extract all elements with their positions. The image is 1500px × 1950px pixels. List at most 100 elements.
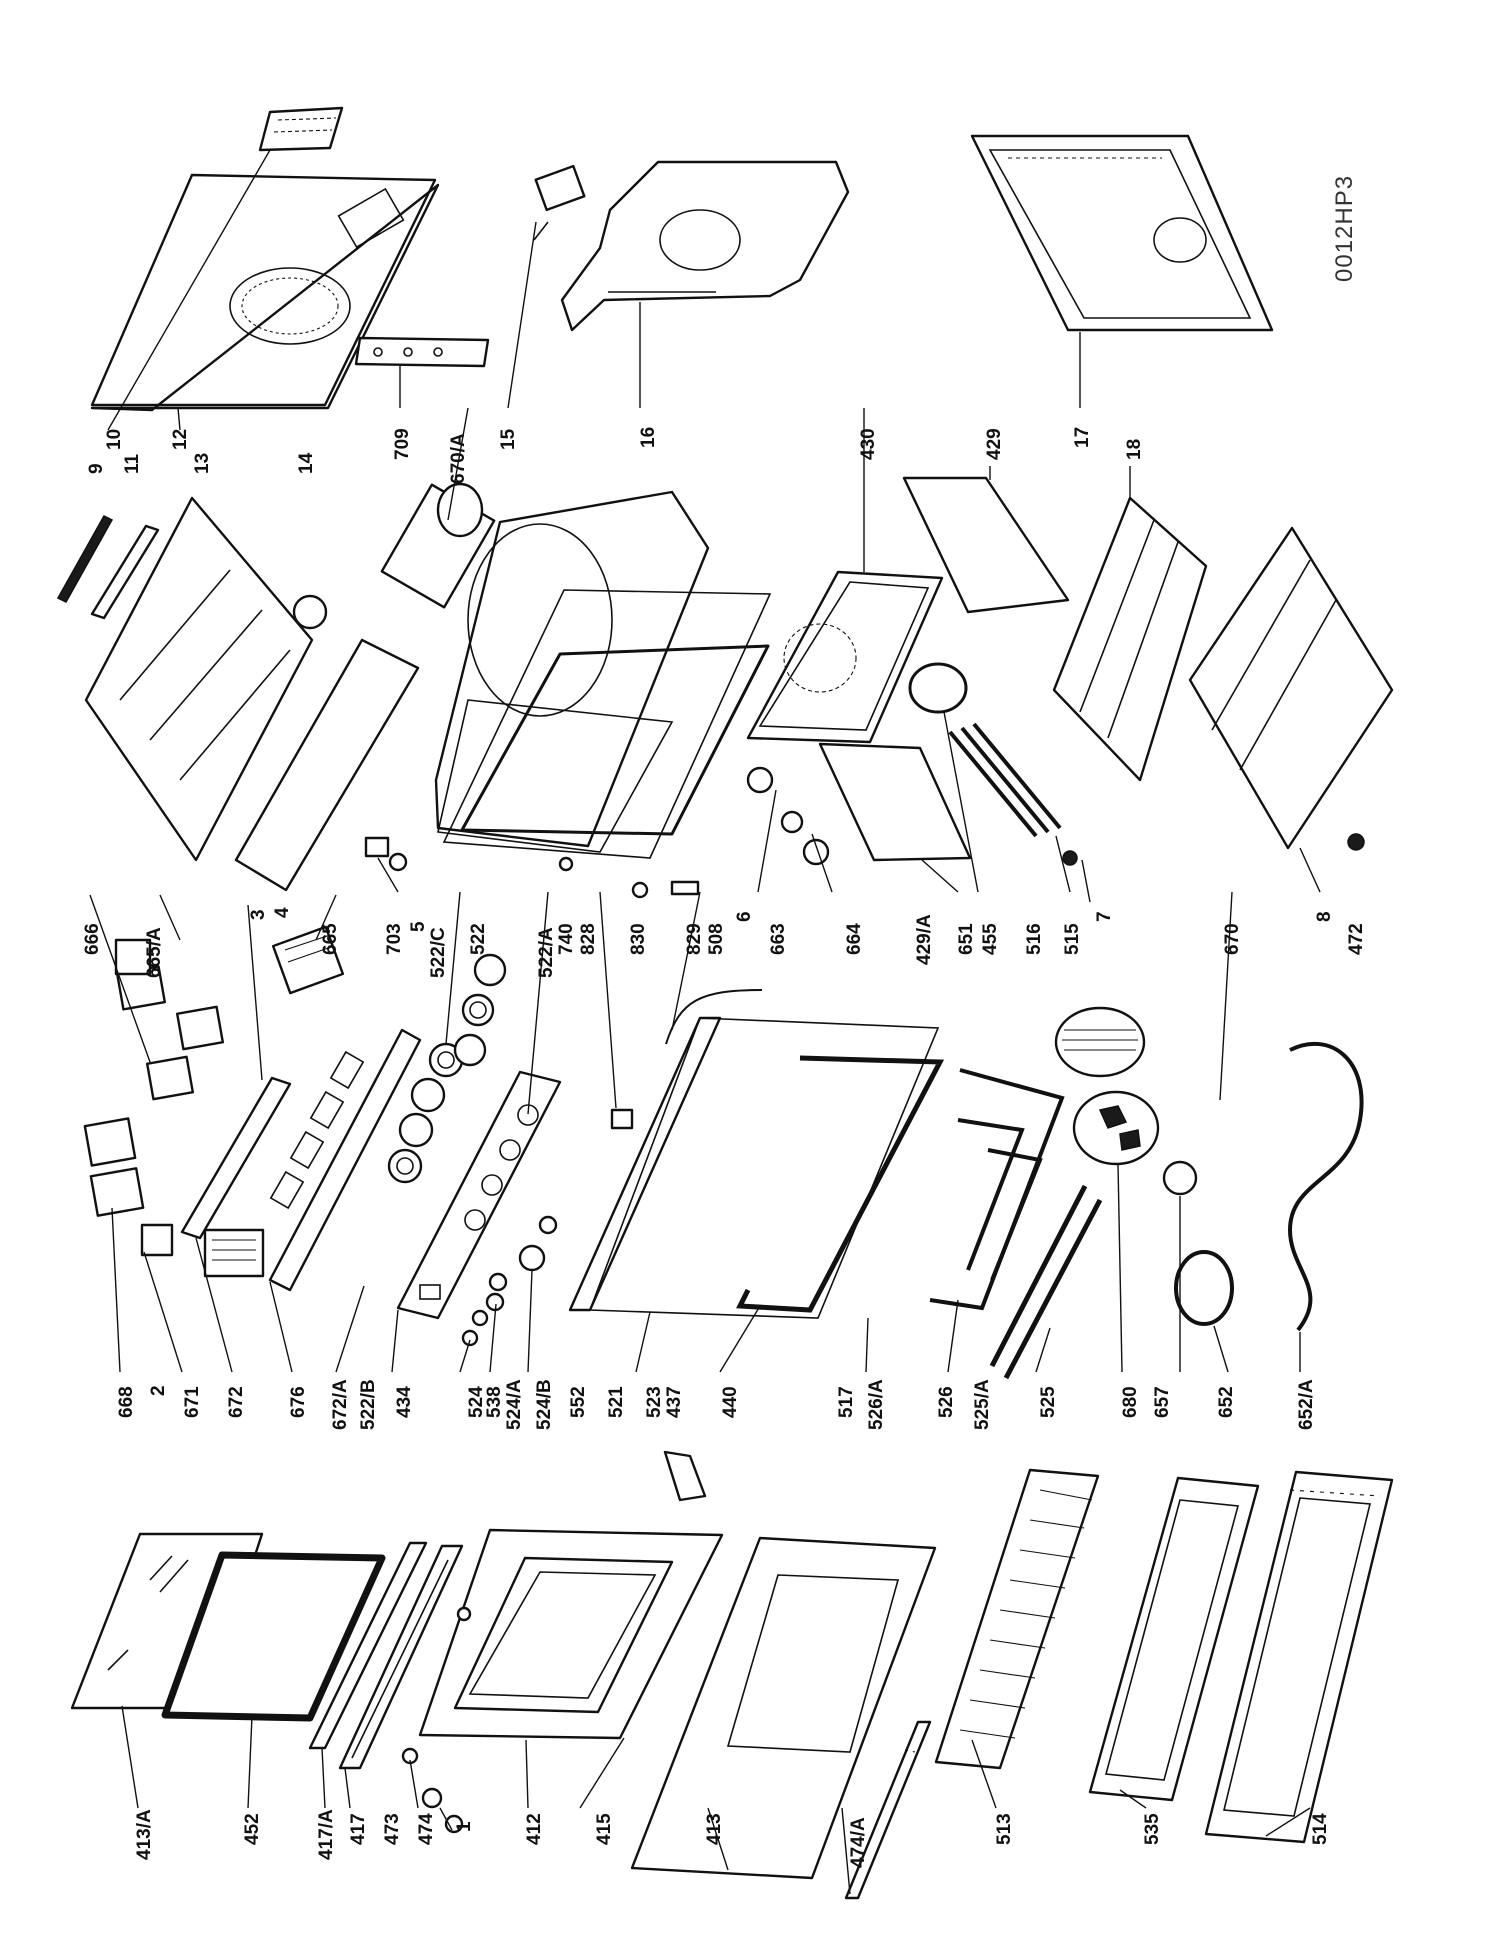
- part-label: 508: [706, 923, 727, 955]
- clip-14: [292, 594, 328, 630]
- part-label: 670: [1222, 923, 1243, 955]
- part-label: 676: [288, 1386, 309, 1418]
- control-fascia: [396, 1070, 562, 1320]
- grill-element: [736, 1055, 945, 1313]
- part-label: 474/A: [848, 1817, 869, 1868]
- cavity-front-frame: [460, 644, 770, 836]
- part-label: 3: [248, 909, 269, 920]
- insulation-panel: [902, 476, 1070, 614]
- small-controls: [461, 1215, 558, 1347]
- part-label: 16: [638, 427, 659, 448]
- terminal-block: [271, 925, 345, 995]
- part-label: 13: [192, 453, 213, 474]
- door-inner-glass: [630, 1536, 937, 1880]
- part-label: 517: [836, 1386, 857, 1418]
- part-label: 10: [104, 429, 125, 450]
- part-label: 4: [272, 907, 293, 918]
- baking-tray: [1088, 1476, 1260, 1802]
- part-label: 671: [182, 1386, 203, 1418]
- circular-element: [1174, 1250, 1234, 1326]
- part-label: 526: [936, 1386, 957, 1418]
- convection-fan: [1054, 1006, 1198, 1196]
- control-knobs: [387, 953, 507, 1184]
- part-label: 672: [226, 1386, 247, 1418]
- part-label: 12: [170, 429, 191, 450]
- door-gasket: [161, 1551, 386, 1722]
- part-label: 657: [1152, 1386, 1173, 1418]
- part-label: 524/A: [504, 1379, 525, 1430]
- back-panel: [970, 134, 1274, 332]
- door-screws: [401, 1606, 472, 1834]
- part-label: 526/A: [866, 1379, 887, 1430]
- switch-665A: [114, 938, 152, 976]
- timer-module: [203, 1228, 265, 1278]
- part-label: 552: [568, 1386, 589, 1418]
- part-label: 417: [348, 1813, 369, 1845]
- drawing-code: 0012HP3: [1331, 175, 1358, 282]
- part-label: 514: [1310, 1813, 1331, 1845]
- part-label: 9: [86, 463, 107, 474]
- side-rails: [948, 722, 1062, 838]
- part-label: 522/B: [358, 1379, 379, 1430]
- part-label: 18: [1124, 439, 1145, 460]
- heat-shield-bar: [56, 515, 160, 620]
- rear-fan-cover: [746, 570, 944, 744]
- part-label: 15: [498, 428, 519, 450]
- hinge-strip: [844, 1720, 932, 1900]
- ring-gasket: [908, 662, 968, 714]
- part-label: 538: [484, 1386, 505, 1418]
- sensor-cable: [665, 989, 763, 1045]
- part-label: 709: [392, 428, 413, 460]
- oven-cavity: [434, 490, 772, 859]
- fan-motor: [380, 482, 496, 609]
- part-label: 413: [704, 1813, 725, 1845]
- door-trim-strip: [308, 1541, 464, 1770]
- part-label: 434: [394, 1386, 415, 1418]
- part-label: 472: [1346, 923, 1367, 955]
- part-label: 665: [320, 923, 341, 955]
- part-label: 5: [408, 921, 429, 932]
- plate-429A: [818, 742, 972, 862]
- part-label: 429/A: [914, 914, 935, 965]
- part-label: 14: [296, 452, 317, 474]
- part-label: 417/A: [316, 1809, 337, 1860]
- switch-panel: [268, 1028, 422, 1292]
- part-label: 430: [858, 428, 879, 460]
- oven-front-frame: [568, 1016, 940, 1319]
- part-label: 652: [1216, 1386, 1237, 1418]
- part-label: 474: [416, 1813, 437, 1845]
- part-label: 525/A: [972, 1379, 993, 1430]
- small-block: [140, 1223, 174, 1257]
- part-label: 522: [468, 923, 489, 955]
- bracket-709: [354, 336, 490, 368]
- part-drawings: [56, 106, 1394, 1900]
- part-label: 415: [594, 1813, 615, 1845]
- base-plate-18: [1052, 496, 1208, 782]
- misc-small-parts: [364, 766, 1365, 899]
- inner-door-frame: [418, 1528, 724, 1740]
- part-label: 6: [734, 911, 755, 922]
- part-label: 680: [1120, 1386, 1141, 1418]
- part-label: 523: [644, 1386, 665, 1418]
- part-label: 829: [684, 923, 705, 955]
- control-bracket: [180, 1076, 292, 1240]
- leader-lines: [89, 149, 1321, 1895]
- part-label: 522/A: [536, 927, 557, 978]
- part-label: 516: [1024, 923, 1045, 955]
- side-cover: [84, 496, 314, 862]
- part-label: 670/A: [448, 433, 469, 484]
- part-label: 740: [556, 923, 577, 955]
- part-label: 663: [768, 923, 789, 955]
- part-label: 11: [122, 453, 143, 474]
- part-label: 473: [382, 1813, 403, 1845]
- part-label: 666: [82, 923, 103, 955]
- lamp-holder: [610, 1108, 634, 1130]
- part-labels: 413/A 452 417/A 417 473 474 1 412 415 41…: [82, 427, 1367, 1868]
- drip-pan: [1204, 1470, 1394, 1844]
- part-label: 2: [148, 1385, 169, 1396]
- part-label: 524: [466, 1386, 487, 1418]
- bent-element: [1287, 1041, 1364, 1332]
- bottom-panel: [1188, 526, 1394, 850]
- part-label: 515: [1062, 923, 1083, 955]
